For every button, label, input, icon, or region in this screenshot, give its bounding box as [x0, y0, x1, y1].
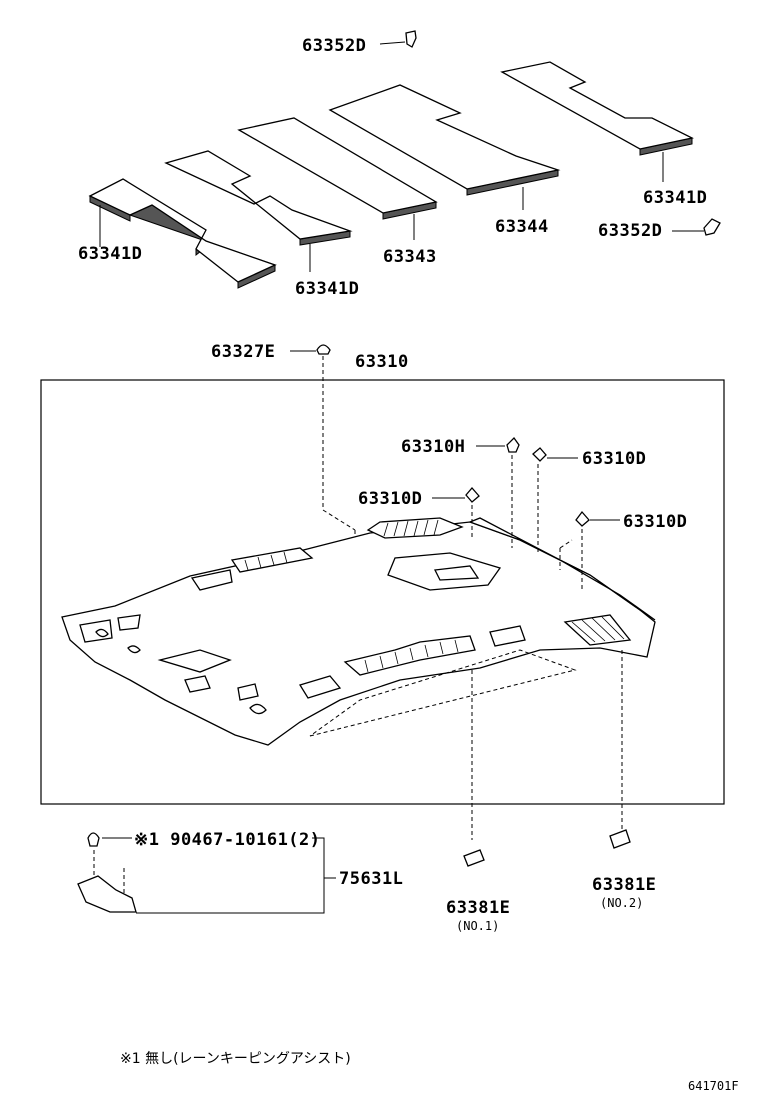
- clip-63310d-c: [559, 510, 620, 590]
- label-63327e: 63327E: [211, 342, 275, 362]
- bracket-locator-lines: [309, 649, 623, 840]
- clip-63310h: [476, 436, 520, 548]
- label-63381e-no2-sub: (NO.2): [600, 896, 643, 910]
- assist-molding-75631l: [77, 832, 336, 914]
- label-63381e-no1-sub: (NO.1): [456, 919, 499, 933]
- label-63310d-c: 63310D: [623, 512, 687, 532]
- label-75631l: 75631L: [339, 869, 403, 889]
- holder-63381e-no1: [463, 849, 485, 867]
- pad-63344: [328, 84, 561, 196]
- pad-63343: [237, 117, 438, 220]
- label-63344: 63344: [495, 217, 549, 237]
- label-63310d-b: 63310D: [358, 489, 422, 509]
- label-63343: 63343: [383, 247, 437, 267]
- footnote: ※1 無し(レーンキーピングアシスト): [120, 1051, 351, 1067]
- label-63310: 63310: [355, 352, 409, 372]
- drawing-code: 641701F: [688, 1079, 739, 1093]
- headliner-63310: [61, 517, 656, 746]
- label-63310h: 63310H: [401, 437, 465, 457]
- clip-63310d-b: [432, 487, 480, 540]
- holder-63381e-no2: [609, 829, 631, 849]
- headliner-frame: [40, 379, 725, 805]
- pad-63341d-mid: [164, 150, 353, 246]
- label-63352d-right: 63352D: [598, 221, 662, 241]
- pad-63341d-left: [88, 178, 277, 289]
- label-63310d-a: 63310D: [582, 449, 646, 469]
- label-63381e-no2: 63381E: [592, 875, 656, 895]
- label-63341d-left: 63341D: [78, 244, 142, 264]
- label-63341d-mid: 63341D: [295, 279, 359, 299]
- pad-63341d-right: [500, 61, 694, 156]
- label-bolt-90467: ※1 90467-10161(2): [134, 830, 321, 850]
- clip-63352d-right: [672, 218, 721, 236]
- label-63381e-no1: 63381E: [446, 898, 510, 918]
- clip-63310d-a: [532, 447, 578, 555]
- label-63341d-right: 63341D: [643, 188, 707, 208]
- clip-63352d-top: [379, 30, 417, 48]
- label-63352d-top: 63352D: [302, 36, 366, 56]
